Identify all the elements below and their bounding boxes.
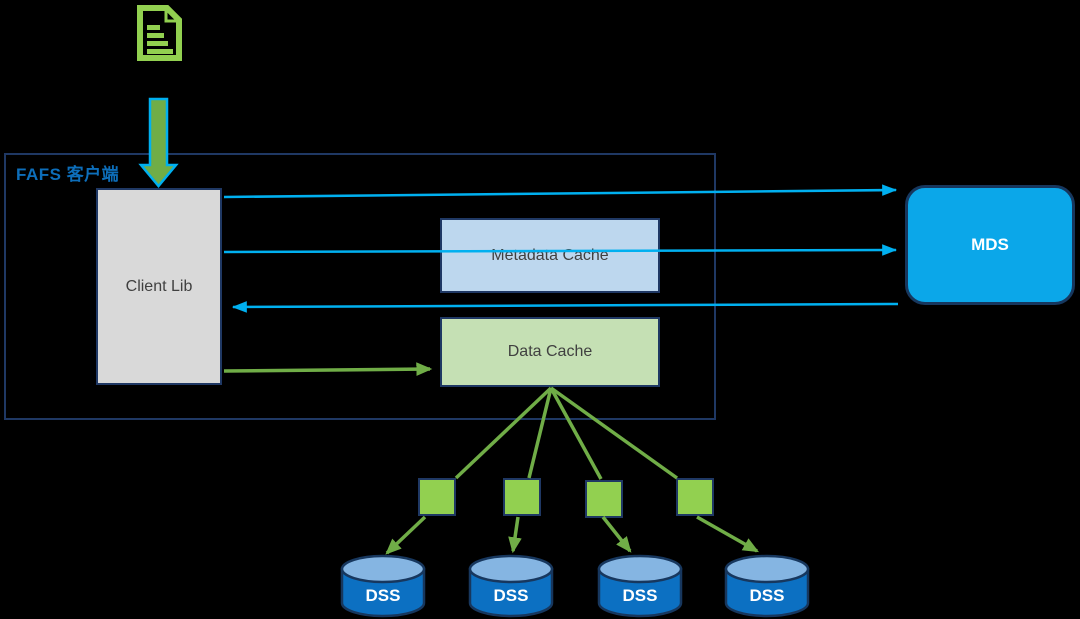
document-icon	[137, 5, 182, 61]
data-shard-square-4	[676, 478, 714, 516]
arrow-shard3-to-dss3	[601, 515, 632, 553]
metadata-cache-label: Metadata Cache	[491, 246, 609, 264]
data-cache-node: Data Cache	[440, 317, 660, 387]
dss-label-3: DSS	[622, 586, 658, 605]
dss-label-2: DSS	[493, 586, 529, 605]
mds-node: MDS	[905, 185, 1075, 305]
arrow-shard4-to-dss4	[696, 515, 759, 553]
data-shard-square-3	[585, 480, 623, 518]
data-shard-square-2	[503, 478, 541, 516]
dss-label-1: DSS	[365, 586, 401, 605]
mds-label: MDS	[971, 235, 1009, 254]
metadata-cache-node: Metadata Cache	[440, 218, 660, 293]
arrow-shard2-to-dss2	[508, 516, 522, 554]
data-cache-label: Data Cache	[507, 343, 593, 360]
client-lib-label: Client Lib	[125, 277, 193, 295]
fafs-client-group-box: FAFS 客户端	[4, 153, 716, 420]
arrow-shard1-to-dss1	[385, 515, 427, 555]
data-shard-square-1	[418, 478, 456, 516]
dss-label-4: DSS	[749, 586, 785, 605]
client-lib-node: Client Lib	[96, 188, 222, 385]
fafs-client-group-label: FAFS 客户端	[16, 165, 120, 184]
